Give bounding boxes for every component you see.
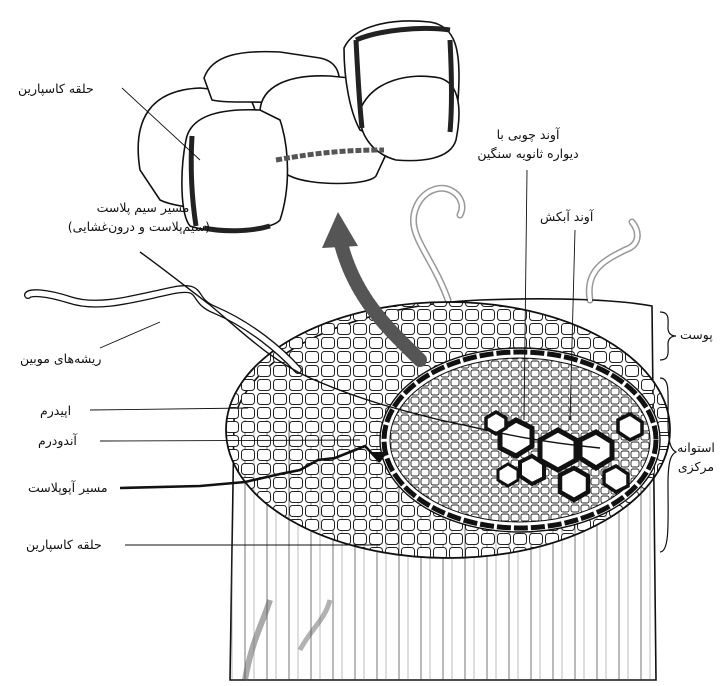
cross-section-face — [226, 302, 670, 558]
label-symplast-line1: مسیر سیم پلاست — [76, 198, 210, 217]
label-casparian-strip-bottom: حلقه کاسپارین — [26, 535, 102, 554]
label-stele-line2: مرکزی — [672, 457, 720, 476]
label-phloem: آوند آبکش — [540, 207, 593, 226]
label-symplast-pathway: مسیر سیم پلاست (سیم‌پلاست و درون‌غشایی) — [76, 198, 210, 237]
label-xylem-line1: آوند چوبی با — [448, 125, 608, 144]
label-cortex: پوست — [680, 325, 713, 344]
label-apoplast-pathway: مسیر آپوپلاست — [28, 478, 108, 497]
label-root-hairs: ریشه‌های موبین — [20, 349, 101, 368]
label-symplast-line2: (سیم‌پلاست و درون‌غشایی) — [76, 217, 210, 236]
label-xylem-line2: دیواره ثانویه سنگین — [448, 144, 608, 163]
label-epidermis: اپیدرم — [40, 401, 71, 420]
label-xylem: آوند چوبی با دیواره ثانویه سنگین — [448, 125, 608, 164]
label-endodermis: آندودرم — [38, 431, 77, 450]
label-stele: استوانه مرکزی — [672, 438, 720, 477]
label-stele-line1: استوانه — [672, 438, 720, 457]
label-casparian-strip-top: حلقه کاسپارین — [18, 79, 94, 98]
